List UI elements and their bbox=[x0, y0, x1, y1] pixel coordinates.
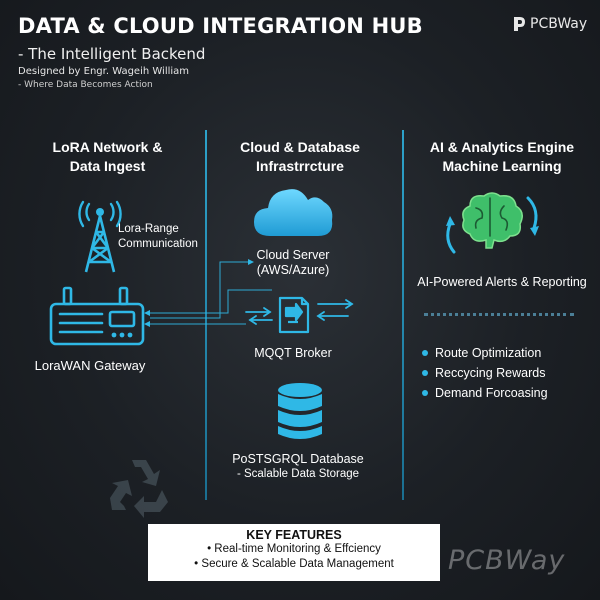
right-column-heading: AI & Analytics Engine Machine Learning bbox=[412, 138, 592, 176]
bullet-demand-forecasting: Demand Forcoasing bbox=[422, 386, 548, 400]
designer-credit: Designed by Engr. Wageih William bbox=[18, 66, 190, 77]
pcbway-watermark: PCBWay bbox=[448, 545, 566, 576]
key-features-heading: KEY FEATURES bbox=[246, 528, 342, 542]
right-heading-line-1: AI & Analytics Engine bbox=[429, 139, 575, 155]
database-label: PoSTSGRQL Database - Scalable Data Stora… bbox=[228, 452, 368, 482]
cloud-label-line-1: Cloud Server bbox=[256, 248, 330, 262]
brand-name: PCBWay bbox=[530, 16, 588, 32]
bullet-text: Demand Forcoasing bbox=[435, 386, 548, 400]
database-label-line-2: - Scalable Data Storage bbox=[236, 468, 360, 480]
column-divider-right bbox=[402, 130, 404, 500]
page-title: DATA & CLOUD INTEGRATION HUB bbox=[18, 14, 423, 38]
pcbway-logo-icon bbox=[514, 17, 525, 31]
bullet-route-optimization: Route Optimization bbox=[422, 346, 541, 360]
lora-tower-icon bbox=[78, 200, 122, 273]
key-feature-item: • Real-time Monitoring & Effciency bbox=[207, 543, 381, 555]
bullet-dot bbox=[422, 350, 428, 356]
mqtt-broker-icon bbox=[245, 296, 354, 334]
left-column-heading: LoRA Network & Data Ingest bbox=[40, 138, 175, 176]
gateway-label: LoraWAN Gateway bbox=[34, 358, 146, 373]
left-heading-line-1: LoRA Network & bbox=[52, 139, 163, 155]
bullet-dot bbox=[422, 390, 428, 396]
database-label-line-1: PoSTSGRQL Database bbox=[232, 452, 364, 466]
lora-range-line-2: Communication bbox=[118, 238, 198, 250]
left-heading-line-2: Data Ingest bbox=[69, 158, 146, 174]
middle-heading-line-1: Cloud & Database bbox=[240, 139, 360, 155]
cloud-icon bbox=[254, 189, 333, 236]
lora-range-line-1: Lora-Range bbox=[118, 223, 179, 235]
tagline: - Where Data Becomes Action bbox=[18, 80, 153, 90]
lora-range-label: Lora-Range Communication bbox=[118, 222, 198, 252]
key-feature-item: • Secure & Scalable Data Management bbox=[194, 558, 394, 570]
recycle-icon bbox=[110, 460, 168, 518]
bullet-recycling-rewards: Reccycing Rewards bbox=[422, 366, 545, 380]
brain-icon bbox=[446, 192, 539, 254]
right-heading-line-2: Machine Learning bbox=[442, 158, 562, 174]
cloud-label: Cloud Server (AWS/Azure) bbox=[238, 248, 348, 278]
column-divider-left bbox=[205, 130, 207, 500]
page-subtitle: - The Intelligent Backend bbox=[18, 45, 206, 63]
brand-logo: PCBWay bbox=[512, 16, 587, 32]
bullet-text: Reccycing Rewards bbox=[435, 366, 546, 380]
middle-column-heading: Cloud & Database Infrastrrcture bbox=[225, 138, 375, 176]
bullet-text: Route Optimization bbox=[435, 346, 542, 360]
cloud-label-line-2: (AWS/Azure) bbox=[256, 263, 330, 277]
broker-label: MQQT Broker bbox=[254, 346, 332, 360]
section-dotted-separator bbox=[424, 313, 574, 316]
database-icon bbox=[278, 383, 322, 439]
bullet-dot bbox=[422, 370, 428, 376]
key-features-box: KEY FEATURES • Real-time Monitoring & Ef… bbox=[148, 524, 440, 581]
ai-alerts-label: AI-Powered Alerts & Reporting bbox=[417, 275, 587, 289]
middle-heading-line-2: Infrastrrcture bbox=[256, 158, 344, 174]
gateway-router-icon bbox=[49, 286, 145, 346]
